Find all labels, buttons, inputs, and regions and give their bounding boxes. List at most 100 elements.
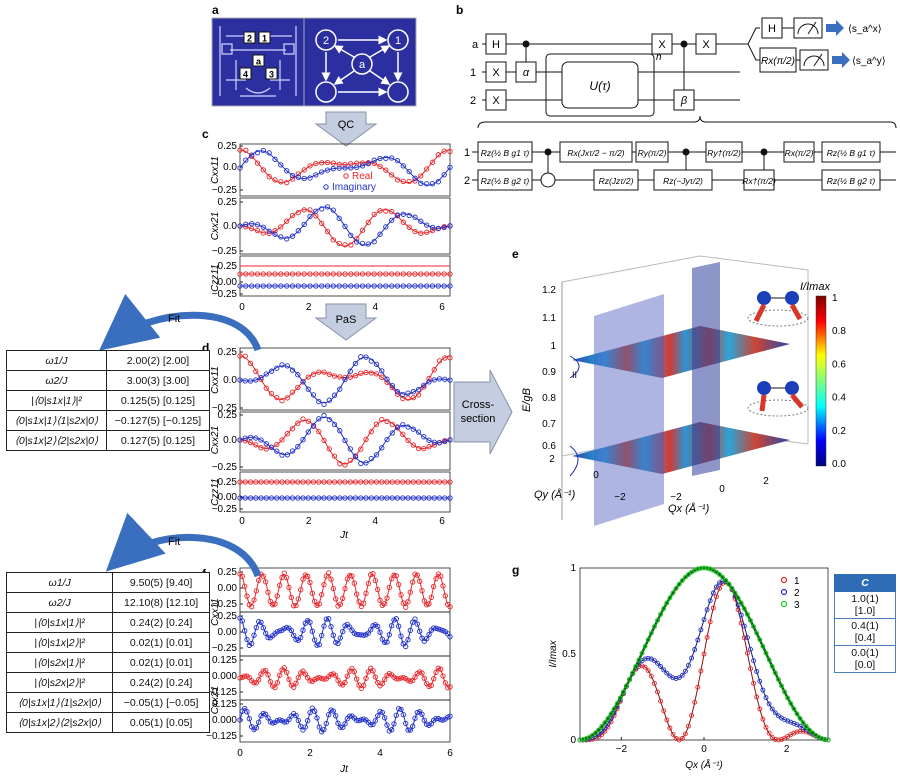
data-point [363, 590, 369, 596]
g-data-point [791, 706, 797, 712]
data-point [337, 635, 343, 641]
data-point [253, 495, 259, 501]
data-point [368, 455, 374, 462]
g-data-point [611, 706, 617, 712]
jt-xlabel-f: Jt [339, 764, 349, 775]
decomp-gate-1: Rx(π/2) [785, 148, 814, 158]
g-data-point [744, 611, 750, 617]
data-point [331, 495, 338, 501]
data-point [242, 495, 248, 501]
g-data-point [775, 713, 781, 719]
data-point [377, 271, 383, 277]
y-tick-label: 0.0 [223, 221, 237, 232]
c-table-header: C [834, 574, 896, 592]
data-point [435, 271, 441, 277]
data-point [247, 479, 254, 485]
data-point [379, 445, 385, 451]
data-point [316, 479, 322, 485]
data-point [324, 271, 331, 277]
data-point [274, 365, 280, 371]
data-point [370, 571, 376, 577]
data-point [368, 429, 374, 435]
data-point [394, 495, 401, 501]
data-point [237, 353, 243, 359]
fit-label-bottom: Fit [168, 536, 180, 548]
data-point [400, 711, 406, 718]
g-data-point [704, 565, 710, 571]
g-data-point [785, 695, 791, 701]
data-point [429, 271, 436, 277]
data-point [302, 671, 308, 677]
data-point [284, 574, 290, 581]
g-series-line [580, 581, 829, 741]
data-point [247, 439, 254, 446]
data-point [300, 627, 306, 633]
data-point [336, 215, 342, 221]
data-point [313, 271, 319, 277]
data-point [438, 627, 444, 633]
data-point [383, 224, 389, 230]
data-point [348, 283, 354, 289]
data-point [368, 722, 374, 728]
data-point [389, 155, 395, 161]
data-point [267, 598, 273, 604]
data-point [358, 460, 364, 467]
data-point [239, 573, 245, 580]
y-tick-label: −0.25 [212, 643, 238, 654]
param-value: 0.127(5) [0.125] [105, 430, 211, 451]
g-data-point [655, 689, 660, 695]
data-point [394, 177, 401, 183]
data-point [403, 643, 409, 650]
data-point [305, 374, 311, 380]
data-point [268, 495, 275, 501]
data-point [321, 412, 327, 419]
data-point [268, 390, 275, 397]
data-point [274, 495, 280, 501]
wire-label-1: 1 [470, 67, 476, 79]
qy-tick-label: −2 [614, 492, 626, 503]
data-point [433, 715, 439, 722]
data-point [396, 581, 402, 588]
data-point [435, 283, 441, 289]
data-point [260, 224, 266, 230]
data-point [331, 421, 338, 428]
g-data-point [800, 720, 806, 726]
colorbar [815, 295, 827, 467]
data-point [394, 389, 401, 395]
fit-curve [239, 150, 451, 186]
data-point [349, 573, 355, 579]
g-data-point [766, 657, 772, 663]
y-tick-label: 0.00 [218, 583, 238, 594]
data-point [363, 495, 369, 501]
e-xlabel: Qx (Å⁻¹) [668, 502, 710, 515]
data-point [412, 175, 418, 181]
data-point [405, 727, 411, 733]
data-point [263, 667, 269, 674]
data-point [389, 271, 395, 277]
data-point [342, 271, 348, 277]
data-point [403, 604, 409, 610]
g-data-point [710, 590, 716, 596]
data-point [415, 429, 422, 435]
y-tick-label: −0.25 [212, 185, 238, 196]
y-tick-label: −0.25 [212, 504, 238, 515]
data-point [415, 479, 422, 485]
data-point [298, 634, 304, 641]
g-data-point [797, 728, 803, 734]
data-point [278, 179, 284, 185]
g-y-tick: 0 [570, 735, 576, 746]
param-name: ⟨0|s1x|1⟩⟨1|s2x|0⟩ [6, 410, 107, 431]
data-point [277, 672, 283, 678]
data-point [342, 495, 348, 501]
g-data-point [639, 650, 645, 656]
data-point [316, 495, 322, 501]
param-name: ω1/J [5, 572, 114, 593]
gate-x1: X [492, 67, 500, 79]
g-data-point [763, 724, 769, 730]
data-point [356, 717, 362, 724]
data-point [284, 236, 290, 242]
data-point [330, 271, 336, 277]
plot-frame-d [239, 471, 451, 513]
